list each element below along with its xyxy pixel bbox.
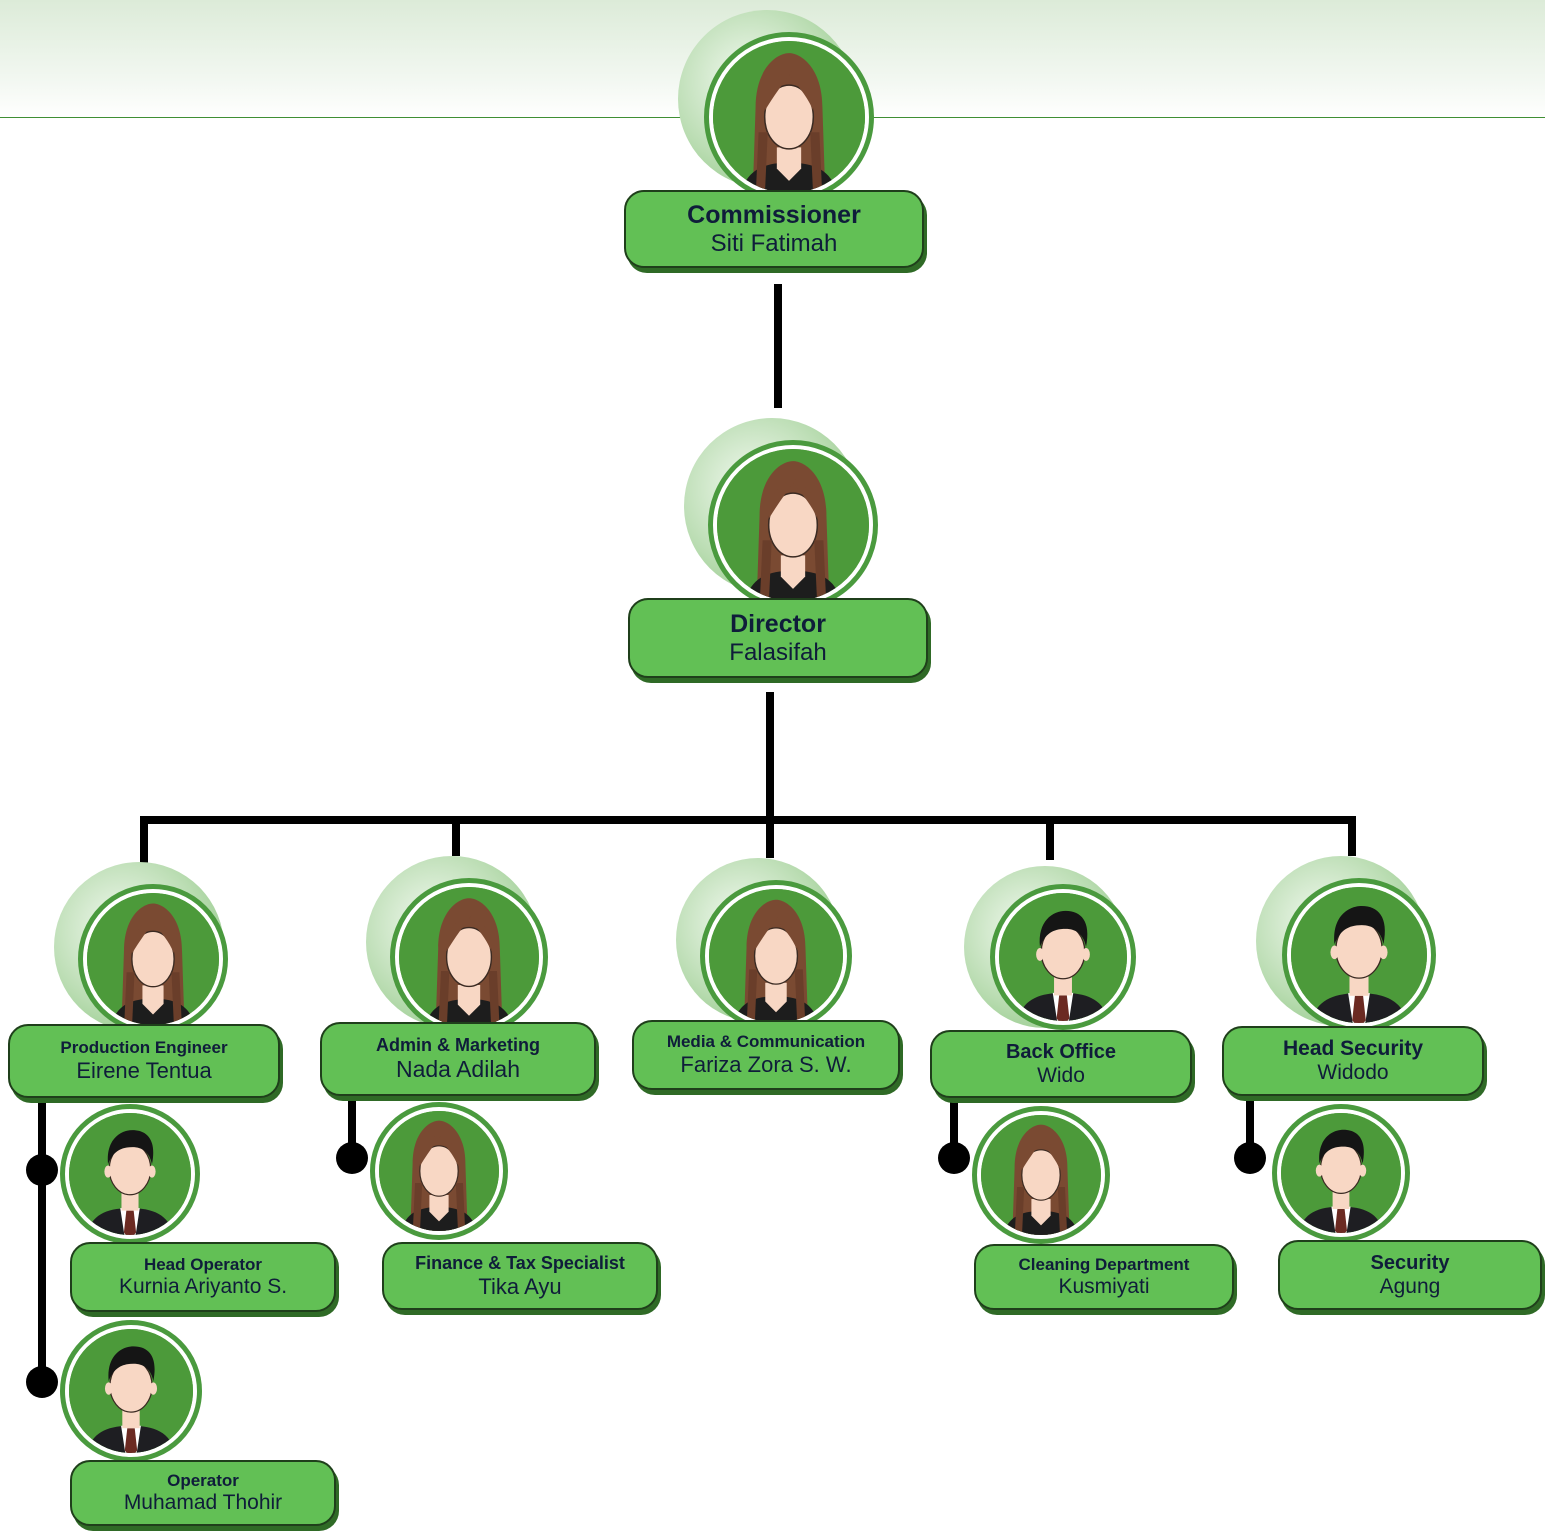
- role-title: Commissioner: [687, 200, 861, 229]
- male-avatar-icon: [990, 884, 1136, 1030]
- female-avatar-icon: [78, 884, 228, 1034]
- role-title: Head Operator: [143, 1255, 263, 1274]
- department-node-head-security: [1256, 856, 1436, 1036]
- role-title: Media & Communication: [666, 1032, 866, 1051]
- connector-dot: [26, 1154, 58, 1186]
- female-avatar-icon: [708, 440, 878, 610]
- person-name: Kusmiyati: [1058, 1275, 1150, 1298]
- connector-dot: [336, 1142, 368, 1174]
- role-title: Back Office: [1005, 1040, 1117, 1063]
- connector-dot: [26, 1366, 58, 1398]
- person-name: Wido: [1037, 1063, 1085, 1087]
- person-name: Fariza Zora S. W.: [680, 1052, 852, 1077]
- department-node-back-office: [964, 862, 1144, 1042]
- female-avatar-icon: [972, 1106, 1110, 1244]
- male-avatar-icon: [1272, 1104, 1410, 1242]
- director-label: Director Falasifah: [628, 598, 928, 678]
- female-avatar-icon: [390, 878, 548, 1036]
- role-title: Production Engineer: [60, 1038, 228, 1057]
- subordinate-label-head-operator: Head Operator Kurnia Ariyanto S.: [70, 1242, 336, 1312]
- department-label-admin-marketing: Admin & Marketing Nada Adilah: [320, 1022, 596, 1096]
- department-label-production-engineer: Production Engineer Eirene Tentua: [8, 1024, 280, 1098]
- female-avatar-icon: [704, 32, 874, 202]
- person-name: Agung: [1379, 1274, 1441, 1298]
- person-name: Falasifah: [729, 638, 827, 666]
- commissioner-node: [672, 10, 882, 202]
- role-title: Director: [730, 609, 826, 638]
- role-title: Head Security: [1282, 1037, 1424, 1060]
- role-title: Cleaning Department: [1018, 1255, 1190, 1274]
- commissioner-label: Commissioner Siti Fatimah: [624, 190, 924, 268]
- department-node-admin-marketing: [364, 856, 554, 1036]
- director-node: [680, 418, 890, 610]
- department-label-back-office: Back Office Wido: [930, 1030, 1192, 1098]
- person-name: Siti Fatimah: [710, 229, 838, 257]
- department-label-media-communication: Media & Communication Fariza Zora S. W.: [632, 1020, 900, 1090]
- role-title: Security: [1370, 1251, 1450, 1274]
- female-avatar-icon: [700, 880, 852, 1032]
- female-avatar-icon: [370, 1102, 508, 1240]
- male-avatar-icon: [1282, 878, 1436, 1032]
- subordinate-label-operator: Operator Muhamad Thohir: [70, 1460, 336, 1526]
- department-node-production-engineer: [52, 862, 232, 1042]
- role-title: Operator: [167, 1471, 239, 1490]
- male-avatar-icon: [60, 1104, 200, 1244]
- subordinate-label-security: Security Agung: [1278, 1240, 1542, 1310]
- person-name: Tika Ayu: [478, 1273, 562, 1299]
- male-avatar-icon: [60, 1320, 202, 1462]
- subordinate-label-finance-tax: Finance & Tax Specialist Tika Ayu: [382, 1242, 658, 1310]
- role-title: Admin & Marketing: [375, 1035, 540, 1055]
- person-name: Widodo: [1317, 1061, 1389, 1084]
- role-title: Finance & Tax Specialist: [415, 1252, 625, 1273]
- person-name: Nada Adilah: [395, 1056, 521, 1082]
- connector-dot: [1234, 1142, 1266, 1174]
- person-name: Kurnia Ariyanto S.: [118, 1275, 288, 1298]
- connector-dot: [938, 1142, 970, 1174]
- subordinate-label-cleaning: Cleaning Department Kusmiyati: [974, 1244, 1234, 1310]
- person-name: Eirene Tentua: [76, 1058, 212, 1083]
- department-label-head-security: Head Security Widodo: [1222, 1026, 1484, 1096]
- person-name: Muhamad Thohir: [123, 1491, 283, 1514]
- department-node-media-communication: [676, 858, 856, 1038]
